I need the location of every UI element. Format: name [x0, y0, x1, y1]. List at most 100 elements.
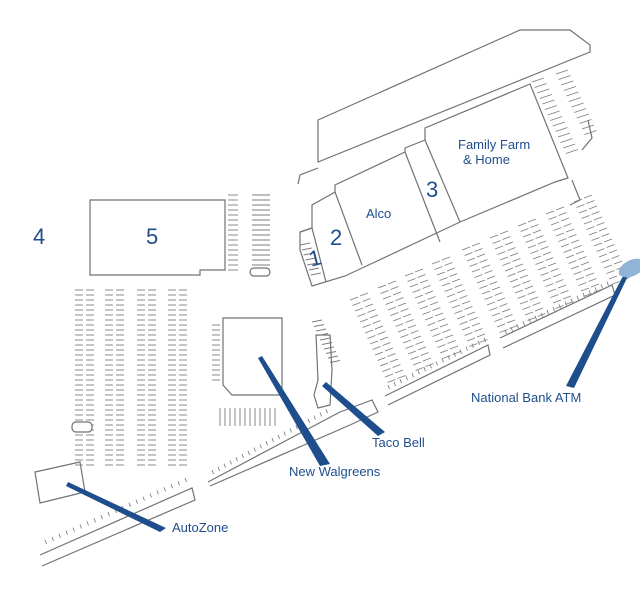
parking-stall [422, 357, 432, 362]
parking-stall [555, 127, 568, 132]
parking-stall [387, 306, 397, 311]
parking-stall [308, 267, 320, 271]
parking-stall [506, 319, 516, 324]
parking-stall [464, 252, 473, 256]
parking-stall [374, 351, 384, 356]
parking-stall [399, 378, 402, 384]
parking-stall [442, 355, 451, 359]
parking-stall [522, 306, 531, 310]
parking-stall [560, 290, 569, 294]
parking-stall [317, 333, 329, 336]
parking-stall [417, 274, 426, 278]
parking-stall [299, 242, 311, 246]
parking-stall [474, 248, 483, 252]
parking-stall [441, 256, 451, 261]
parking-stall [241, 453, 244, 459]
parking-stall [352, 302, 361, 306]
parking-stall [464, 332, 473, 336]
parking-stall [583, 220, 593, 225]
parking-stall [301, 247, 312, 251]
parking-stall [579, 119, 592, 124]
parking-stall [410, 356, 419, 360]
parking-stall [379, 362, 389, 367]
parking-stall [453, 352, 456, 357]
parking-stall [377, 331, 386, 335]
parking-stall [510, 326, 513, 332]
parking-stall [574, 108, 587, 113]
parking-stall [411, 373, 414, 378]
parking-stall [509, 252, 519, 257]
parking-stall [527, 244, 537, 249]
parking-stall [100, 515, 103, 520]
parking-stall [405, 375, 408, 381]
parking-stall [560, 243, 570, 248]
parking-stall [170, 484, 173, 489]
parking-stall [211, 469, 214, 475]
parking-stall [415, 367, 424, 371]
parking-stall [135, 499, 138, 504]
parking-stall [405, 319, 414, 323]
parking-stall [494, 245, 504, 250]
autozone-building [34, 461, 86, 504]
parking-stall [466, 311, 476, 316]
parking-stall [590, 283, 600, 288]
parking-stall [395, 297, 404, 301]
parking-stall [359, 318, 369, 323]
parking-stall [519, 300, 529, 305]
parking-stall [422, 311, 431, 315]
parking-stall [435, 361, 438, 366]
parking-stall [524, 285, 534, 290]
parking-stall [484, 296, 493, 300]
parking-stall [532, 255, 542, 260]
parking-stall [442, 329, 451, 333]
parking-stall [547, 288, 557, 293]
parking-stall [325, 351, 337, 354]
parking-stall [429, 327, 439, 332]
parking-stall [329, 360, 341, 363]
parking-stall [447, 355, 450, 360]
parking-stall [581, 124, 595, 130]
parking-stall [494, 318, 503, 322]
parking-stall [469, 317, 478, 321]
parking-stall [555, 305, 564, 309]
parking-stall [588, 205, 598, 210]
parking-stall [540, 246, 549, 250]
parking-stall [550, 268, 559, 272]
parking-stall [534, 83, 547, 88]
parking-stall [596, 248, 605, 252]
parking-stall [419, 305, 429, 310]
parking-stall [517, 295, 526, 299]
parking-stall [578, 256, 587, 260]
parking-stall [547, 262, 557, 267]
parking-stall [93, 518, 96, 523]
parking-stall [327, 355, 339, 359]
parking-stall [594, 287, 597, 292]
parking-stall [364, 329, 374, 334]
parking-stall [529, 296, 539, 301]
parking-stall [598, 253, 608, 258]
alco-label: Alco [366, 206, 391, 221]
parking-stall [504, 241, 514, 246]
autozone-label: AutoZone [172, 520, 228, 535]
parking-stall [310, 272, 321, 276]
parking-stall [432, 307, 441, 311]
parking-stall [397, 302, 407, 307]
parking-stall [379, 336, 389, 341]
parking-stall [446, 267, 456, 272]
parking-stall [606, 244, 615, 248]
curbs [39, 119, 616, 567]
parking-stall [522, 280, 531, 284]
parking-stall [537, 240, 547, 245]
parking-stall [542, 251, 552, 256]
parking-stall [466, 257, 476, 262]
parking-stall [519, 274, 529, 279]
parking-stall [531, 77, 545, 83]
parking-stall [542, 99, 555, 105]
parking-stall [568, 260, 577, 264]
parking-stall [573, 198, 583, 203]
parking-stall [414, 294, 424, 299]
parking-stall [307, 262, 318, 266]
parking-stall [367, 309, 376, 313]
parking-stall [447, 340, 456, 344]
parking-stall [439, 323, 449, 328]
